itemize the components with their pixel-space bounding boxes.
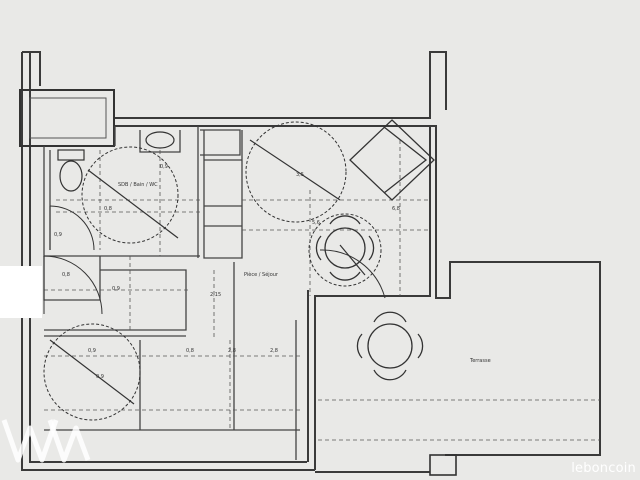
dim-i: 5,6 — [312, 220, 320, 226]
outer-walls — [21, 51, 601, 473]
dim-b: 0,8 — [62, 272, 70, 278]
watermark-logo — [1, 419, 91, 463]
watermark-brand: leboncoin — [571, 461, 636, 476]
sink — [145, 131, 175, 149]
window-box — [19, 89, 115, 147]
toilet — [57, 149, 85, 192]
turning-circles — [43, 121, 382, 421]
door-swings — [43, 205, 386, 315]
dim-j: 6,8 — [392, 206, 400, 212]
window-box-inner — [29, 97, 107, 139]
dim-c: 0,9 — [112, 286, 120, 292]
dim-f: 2,15 — [210, 292, 221, 298]
label-terrace: Terrasse — [469, 358, 491, 364]
living-table — [315, 215, 375, 281]
dim-l: 0,9 — [54, 232, 62, 238]
redaction-box — [0, 266, 42, 318]
dim-h: 2,8 — [228, 348, 236, 354]
dim-g: 2,8 — [270, 348, 278, 354]
dim-n: 0,9 — [160, 164, 168, 170]
dim-m: 0,9 — [96, 374, 104, 380]
diamond-furniture — [349, 119, 435, 201]
dim-k: 3,5 — [296, 172, 304, 178]
label-living: Pièce / Séjour — [244, 271, 279, 278]
circle-diagonals — [49, 139, 366, 405]
dim-e: 0,8 — [186, 348, 194, 354]
terrace-post — [429, 454, 457, 476]
dim-a: 0,8 — [104, 206, 112, 212]
label-bathroom: SDB / Bain / WC — [118, 182, 158, 188]
dim-d: 0,9 — [88, 348, 96, 354]
terrace-table — [356, 311, 424, 381]
